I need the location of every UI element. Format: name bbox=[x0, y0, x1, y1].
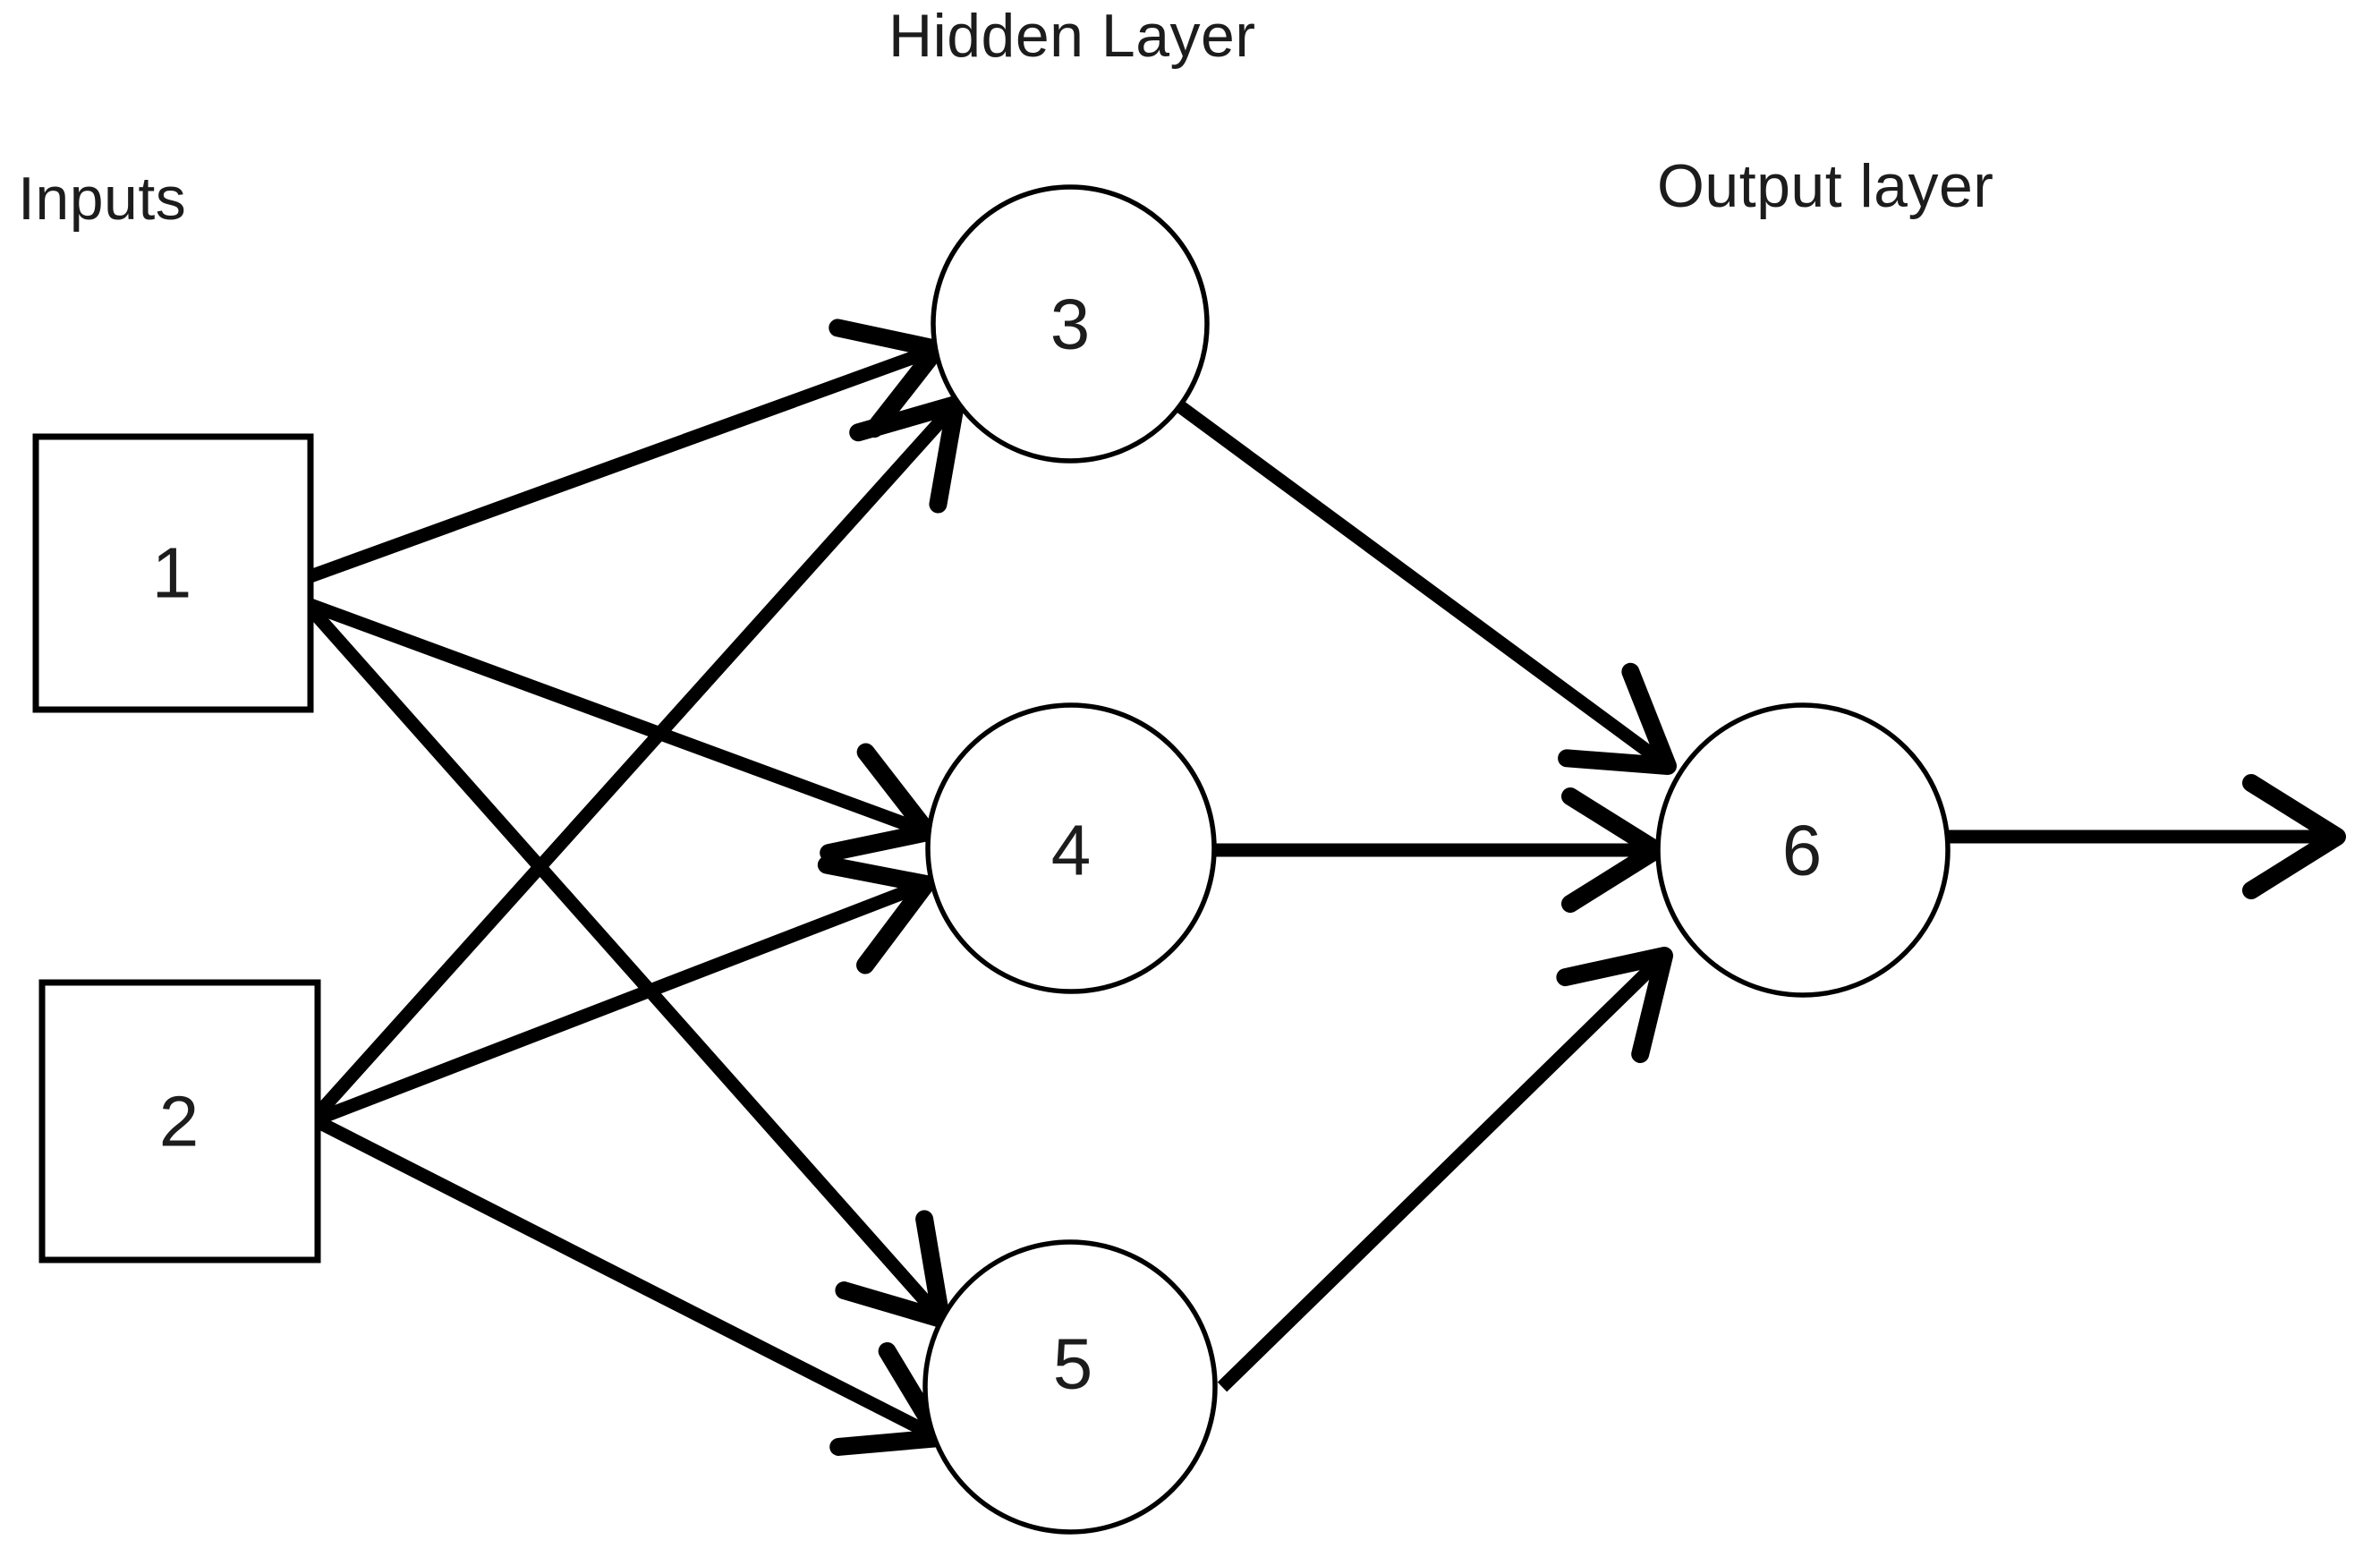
edge-3-6 bbox=[1177, 401, 1677, 775]
output-node-6-label: 6 bbox=[1781, 810, 1823, 890]
edge-2-3 bbox=[313, 396, 965, 1119]
output-layer-label: Output layer bbox=[1657, 152, 1994, 220]
hidden-layer-label: Hidden Layer bbox=[888, 2, 1256, 70]
hidden-node-4 bbox=[925, 702, 1217, 994]
edge-5-6 bbox=[1217, 947, 1673, 1392]
inputs-label: Inputs bbox=[18, 165, 187, 233]
hidden-node-3-label: 3 bbox=[1050, 284, 1091, 364]
input-node-2 bbox=[38, 979, 321, 1263]
input-node-2-label: 2 bbox=[158, 1081, 200, 1161]
input-node-1 bbox=[32, 433, 314, 713]
hidden-node-3 bbox=[931, 184, 1210, 464]
edge-2-4 bbox=[316, 855, 935, 1125]
output-node-6 bbox=[1655, 702, 1951, 998]
edge-1-4 bbox=[308, 598, 937, 863]
hidden-node-5 bbox=[922, 1239, 1218, 1535]
hidden-node-4-label: 4 bbox=[1050, 810, 1092, 890]
edge-1-3 bbox=[308, 319, 946, 583]
input-node-1-label: 1 bbox=[151, 532, 192, 613]
edge-1-5 bbox=[305, 604, 950, 1328]
hidden-node-5-label: 5 bbox=[1052, 1323, 1093, 1404]
edge-2-5 bbox=[315, 1116, 948, 1456]
